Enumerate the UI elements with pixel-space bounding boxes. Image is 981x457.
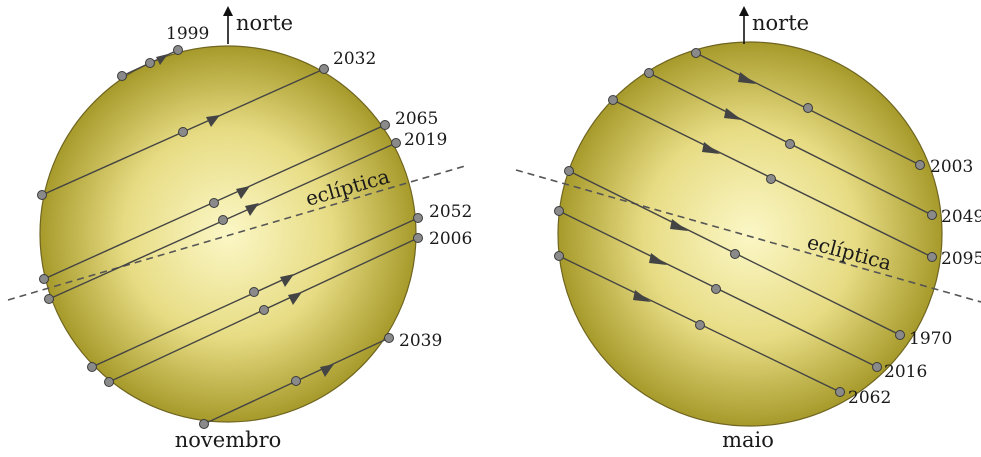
year-label-2019: 2019 bbox=[404, 130, 447, 150]
planet-dot bbox=[88, 363, 97, 372]
north-arrowhead-icon bbox=[223, 6, 233, 16]
planet-dot bbox=[916, 161, 925, 170]
planet-dot bbox=[38, 191, 47, 200]
north-arrow-november: norte bbox=[223, 6, 293, 44]
panel-november: eclíptica norte 1999 2032 bbox=[8, 6, 472, 452]
planet-dot bbox=[219, 216, 228, 225]
month-label-november: novembro bbox=[175, 428, 282, 452]
planet-dot bbox=[320, 65, 329, 74]
planet-dot bbox=[767, 175, 776, 184]
planet-dot bbox=[928, 253, 937, 262]
planet-dot bbox=[555, 207, 564, 216]
year-label-1970: 1970 bbox=[909, 329, 952, 349]
year-label-2032: 2032 bbox=[333, 49, 376, 69]
north-label-may: norte bbox=[752, 11, 809, 35]
planet-dot bbox=[414, 214, 423, 223]
planet-dot bbox=[146, 59, 155, 68]
north-arrow-may: norte bbox=[739, 6, 809, 44]
planet-dot bbox=[179, 128, 188, 137]
north-label-november: norte bbox=[236, 11, 293, 35]
year-label-2049: 2049 bbox=[941, 207, 981, 227]
planet-dot bbox=[40, 275, 49, 284]
planet-dot bbox=[609, 96, 618, 105]
planet-dot bbox=[692, 49, 701, 58]
planet-dot bbox=[565, 167, 574, 176]
year-label-2095: 2095 bbox=[941, 249, 981, 269]
planet-dot bbox=[210, 199, 219, 208]
planet-dot bbox=[174, 46, 183, 55]
planet-dot bbox=[731, 250, 740, 259]
year-label-1999: 1999 bbox=[166, 24, 209, 44]
planet-dot bbox=[555, 252, 564, 261]
planet-dot bbox=[105, 378, 114, 387]
year-label-2016: 2016 bbox=[884, 362, 927, 382]
year-label-2052: 2052 bbox=[429, 202, 472, 222]
planet-dot bbox=[712, 285, 721, 294]
planet-dot bbox=[645, 69, 654, 78]
year-label-2039: 2039 bbox=[399, 331, 442, 351]
year-label-2006: 2006 bbox=[429, 229, 472, 249]
planet-dot bbox=[804, 104, 813, 113]
planet-dot bbox=[381, 121, 390, 130]
year-label-2062: 2062 bbox=[848, 388, 891, 408]
planet-dot bbox=[292, 377, 301, 386]
planet-dot bbox=[45, 295, 54, 304]
year-label-2003: 2003 bbox=[930, 157, 973, 177]
planet-dot bbox=[414, 234, 423, 243]
planet-dot bbox=[696, 321, 705, 330]
planet-dot bbox=[260, 306, 269, 315]
year-label-2065: 2065 bbox=[395, 109, 438, 129]
planet-dot bbox=[250, 288, 259, 297]
planet-dot bbox=[896, 331, 905, 340]
panel-may: eclíptica norte 2003 2049 bbox=[516, 6, 981, 452]
planet-dot bbox=[836, 388, 845, 397]
planet-dot bbox=[118, 72, 127, 81]
planet-dot bbox=[392, 139, 401, 148]
north-arrowhead-icon bbox=[739, 6, 749, 16]
planet-dot bbox=[928, 211, 937, 220]
planet-dot bbox=[786, 140, 795, 149]
month-label-may: maio bbox=[722, 428, 774, 452]
planet-dot bbox=[385, 334, 394, 343]
planet-dot bbox=[873, 363, 882, 372]
